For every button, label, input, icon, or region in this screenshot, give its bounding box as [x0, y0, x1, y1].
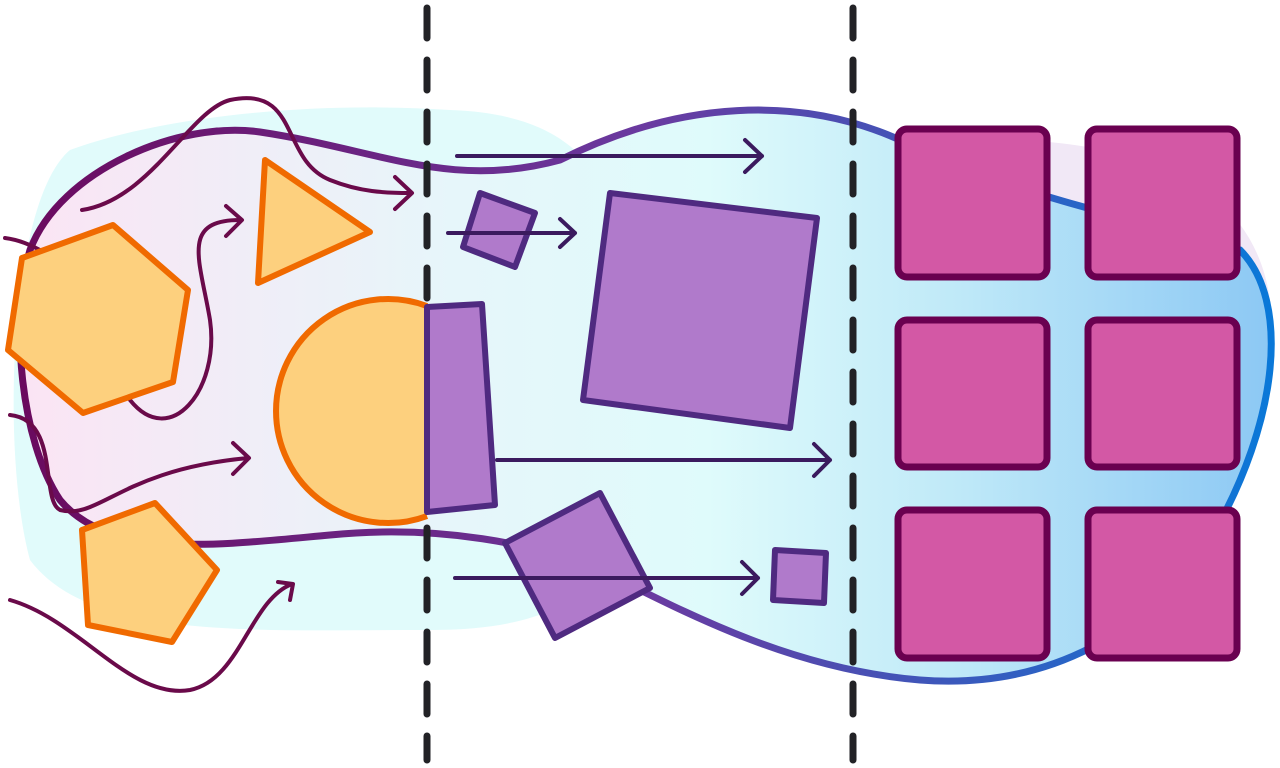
- grid-square: [1084, 506, 1241, 662]
- ordered-grid: [894, 125, 1241, 662]
- grid-square: [894, 506, 1051, 662]
- grid-square: [1084, 316, 1241, 471]
- grid-square: [1084, 125, 1241, 281]
- arrow-middle: [495, 442, 832, 478]
- arrow-small-square: [446, 217, 577, 249]
- grid-square: [894, 125, 1051, 281]
- hexagon-shape: [5, 222, 191, 416]
- wavy-arrow-triangle: [128, 204, 244, 421]
- wavy-arrow-middle: [8, 413, 251, 514]
- wavy-arrow-bottom: [8, 580, 295, 693]
- triangle-shape: [255, 157, 373, 286]
- grid-square: [894, 316, 1051, 471]
- diamond-square: [502, 490, 653, 641]
- wavy-arrow-top: [80, 96, 414, 212]
- tiny-square: [770, 547, 829, 606]
- arrow-top: [455, 138, 764, 174]
- pentagon-shape: [79, 500, 220, 645]
- half-rectangle-shape: [424, 301, 498, 515]
- arrow-bottom: [453, 560, 760, 596]
- circle-shape: [273, 296, 429, 526]
- small-rotated-square: [460, 190, 538, 270]
- wavy-line-left: [3, 236, 42, 252]
- large-rotated-square: [580, 190, 820, 431]
